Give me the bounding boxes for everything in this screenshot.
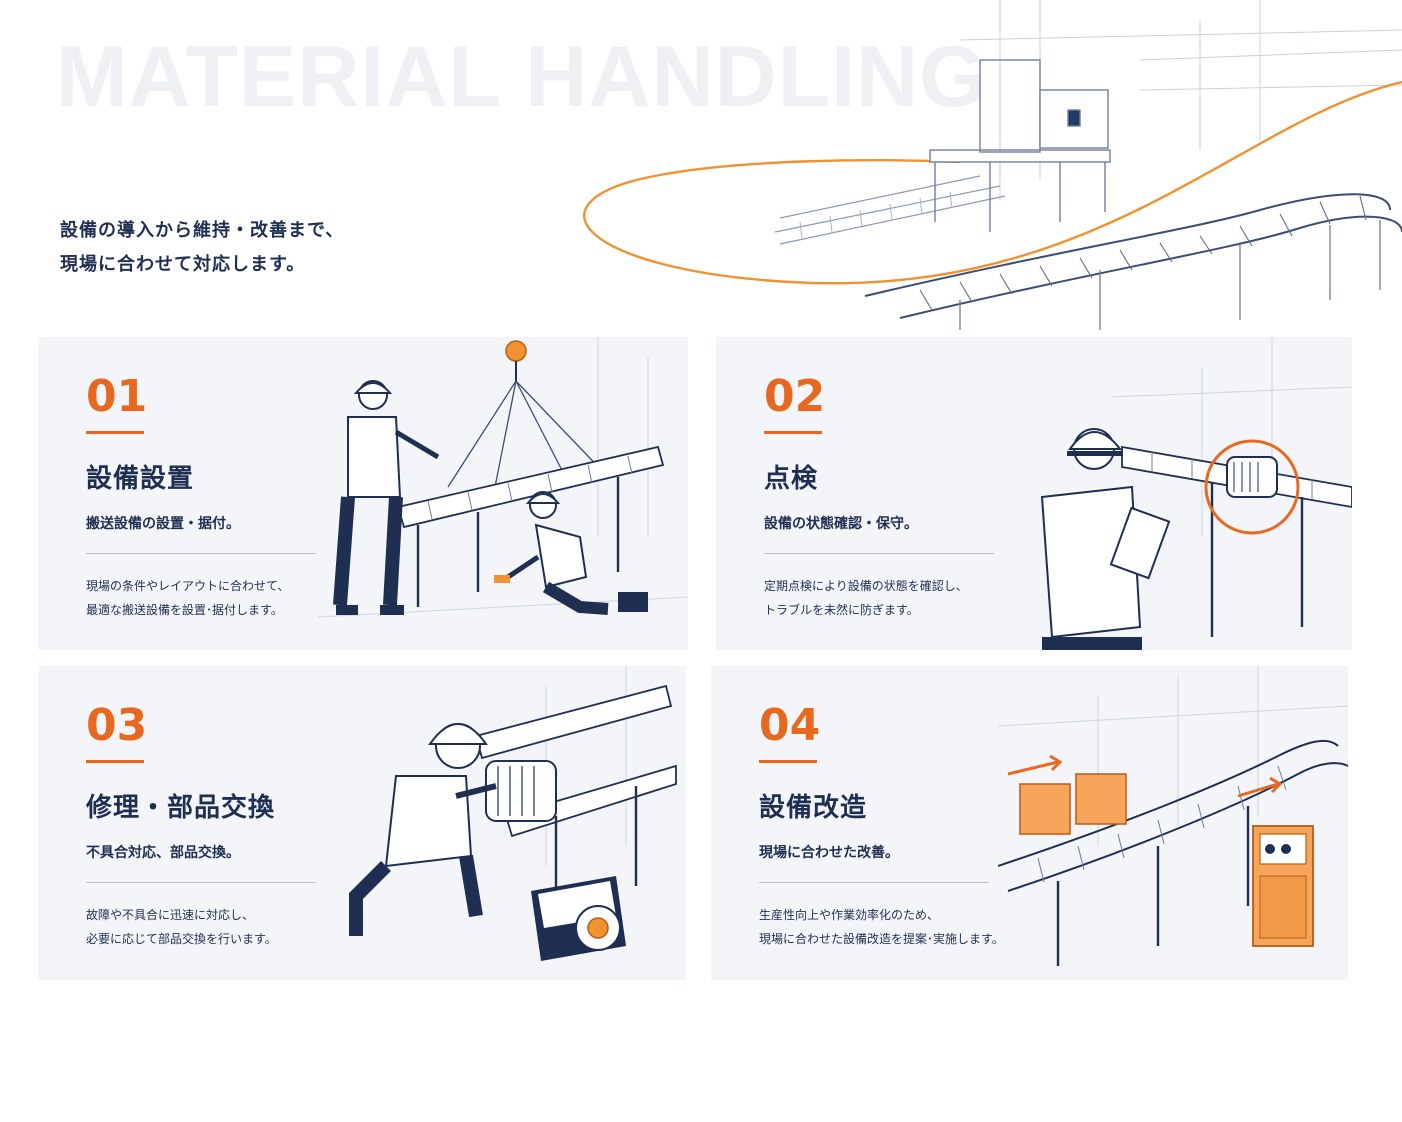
tagline-line-1: 設備の導入から維持・改善まで、: [60, 220, 345, 241]
card-description: 現場の条件やレイアウトに合わせて、 最適な搬送設備を設置･据付します。: [86, 574, 318, 622]
card-number: 03: [86, 700, 148, 751]
card-subtitle: 搬送設備の設置・据付。: [86, 516, 240, 532]
hero-heading: MATERIAL HANDLING: [56, 29, 988, 125]
inspection-illustration: [1040, 337, 1352, 650]
card-description: 定期点検により設備の状態を確認し、 トラブルを未然に防ぎます。: [764, 574, 996, 622]
description-line-1: 定期点検により設備の状態を確認し、: [764, 579, 968, 593]
service-card-inspection: 02 点検 設備の状態確認・保守。 定期点検により設備の状態を確認し、 トラブル…: [716, 337, 1352, 650]
description-line-2: 必要に応じて部品交換を行います。: [86, 932, 277, 946]
card-title: 修理・部品交換: [86, 793, 276, 823]
card-divider: [86, 553, 316, 554]
card-title: 設備改造: [759, 793, 868, 823]
description-line-2: 現場に合わせた設備改造を提案･実施します。: [759, 932, 1004, 946]
card-title: 設備設置: [86, 464, 195, 494]
card-title: 点検: [764, 464, 819, 494]
card-subtitle: 現場に合わせた改善。: [759, 845, 899, 861]
hero-tagline: 設備の導入から維持・改善まで、 現場に合わせて対応します。: [60, 214, 344, 282]
service-card-installation: 01 設備設置 搬送設備の設置・据付。 現場の条件やレイアウトに合わせて、 最適…: [38, 337, 688, 650]
description-line-1: 生産性向上や作業効率化のため、: [759, 908, 940, 922]
card-divider: [764, 553, 994, 554]
tagline-line-2: 現場に合わせて対応します。: [60, 254, 306, 275]
number-underline: [86, 760, 144, 763]
repair-illustration: [349, 666, 677, 961]
description-line-2: トラブルを未然に防ぎます。: [764, 603, 919, 617]
card-number: 04: [759, 700, 821, 751]
number-underline: [764, 431, 822, 434]
card-subtitle: 不具合対応、部品交換。: [86, 845, 240, 861]
card-divider: [759, 882, 989, 883]
service-card-modification: 04 設備改造 現場に合わせた改善。 生産性向上や作業効率化のため、 現場に合わ…: [711, 666, 1348, 980]
card-description: 故障や不具合に迅速に対応し、 必要に応じて部品交換を行います。: [86, 903, 318, 951]
description-line-2: 最適な搬送設備を設置･据付します。: [86, 603, 283, 617]
service-card-repair: 03 修理・部品交換 不具合対応、部品交換。 故障や不具合に迅速に対応し、 必要…: [38, 666, 686, 980]
number-underline: [759, 760, 817, 763]
card-divider: [86, 882, 316, 883]
hero-conveyor-illustration: [583, 0, 1402, 330]
card-description: 生産性向上や作業効率化のため、 現場に合わせた設備改造を提案･実施します。: [759, 903, 1004, 951]
card-number: 01: [86, 371, 148, 422]
number-underline: [86, 431, 144, 434]
modification-illustration: [998, 666, 1348, 966]
card-subtitle: 設備の状態確認・保守。: [764, 516, 918, 532]
description-line-1: 現場の条件やレイアウトに合わせて、: [86, 579, 290, 593]
card-number: 02: [764, 371, 826, 422]
description-line-1: 故障や不具合に迅速に対応し、: [86, 908, 255, 922]
installation-illustration: [318, 337, 688, 618]
